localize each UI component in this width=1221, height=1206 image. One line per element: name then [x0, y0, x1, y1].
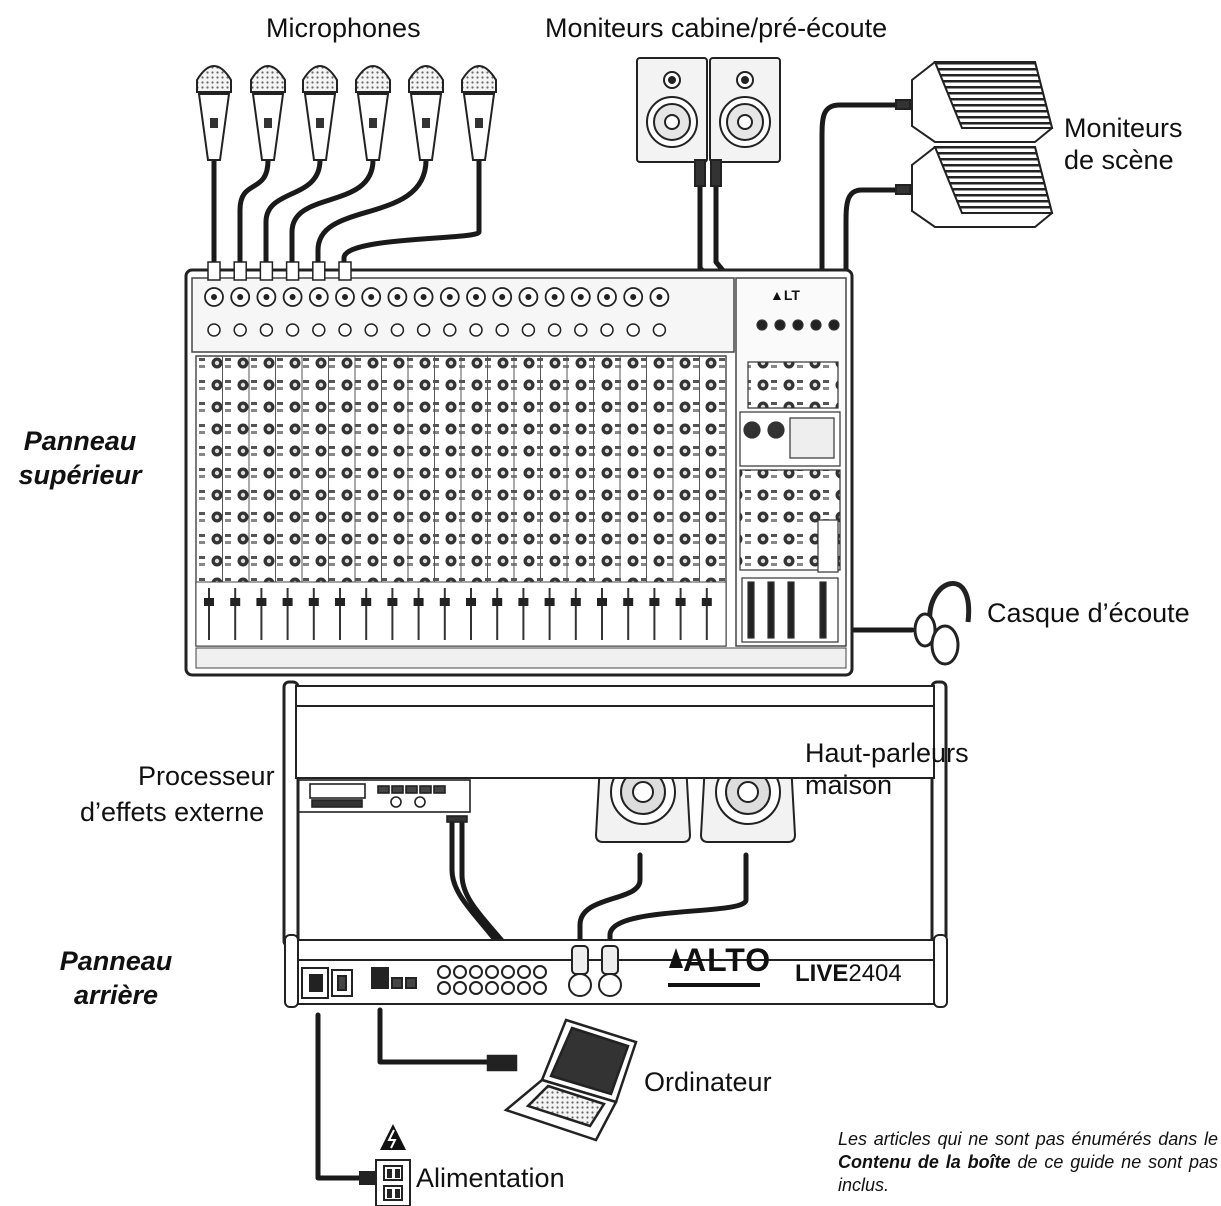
rear-jack — [469, 981, 483, 995]
rear-jack — [485, 965, 499, 979]
rear-jack — [501, 965, 515, 979]
rear-jacks — [437, 965, 547, 995]
mixer-rear-panel — [282, 680, 948, 948]
fx-processor-device — [294, 779, 471, 823]
label-power: Alimentation — [416, 1163, 565, 1193]
rear-brand: ALTO — [683, 942, 772, 978]
rear-alto-logo — [668, 948, 760, 987]
footnote: Les articles qui ne sont pas énumérés da… — [838, 1128, 1218, 1197]
mic-cable-2 — [237, 157, 271, 271]
footnote-part1: Les articles qui ne sont pas énumérés da… — [838, 1129, 1218, 1149]
label-stage-monitors-2: de scène — [1064, 145, 1174, 175]
input-jacks — [204, 261, 670, 337]
model-prefix: LIVE — [795, 960, 849, 987]
booth-monitor-right — [709, 57, 781, 163]
booth-monitor-left — [636, 57, 708, 163]
mic-cable-6 — [341, 157, 482, 271]
panel-title-rear-line2: arrière — [73, 980, 159, 1010]
stage-monitor-bottom — [911, 146, 1054, 228]
microphone-2 — [250, 65, 286, 161]
mic-cable-5 — [315, 157, 429, 271]
label-stage-monitors-1: Moniteurs — [1064, 113, 1183, 143]
rear-jack — [469, 965, 483, 979]
svg-text:▲LT: ▲LT — [770, 287, 800, 303]
mic-cable-4 — [289, 157, 376, 271]
label-fx-processor-2: d’effets externe — [80, 797, 265, 827]
rear-jack — [485, 981, 499, 995]
label-house-speakers-2: maison — [805, 770, 893, 800]
panel-title-top-line1: Panneau — [23, 426, 137, 456]
mic-cable-3 — [263, 157, 323, 271]
headphones — [913, 580, 972, 666]
rear-model: LIVE2404 — [795, 960, 902, 988]
label-fx-processor-1: Processeur — [138, 761, 275, 791]
master-section: ▲LT — [739, 287, 841, 643]
rear-jack — [437, 965, 451, 979]
rear-jack — [453, 965, 467, 979]
label-computer: Ordinateur — [644, 1067, 772, 1097]
microphone-4 — [355, 65, 391, 161]
footnote-bold: Contenu de la boîte — [838, 1152, 1011, 1172]
laptop-computer — [486, 1018, 638, 1142]
channel-faders — [204, 588, 712, 640]
stage-cable-bottom — [805, 187, 908, 323]
microphone-3 — [302, 65, 338, 161]
booth-monitors — [636, 57, 781, 187]
label-booth-monitors: Moniteurs cabine/pré-écoute — [545, 13, 888, 43]
house-cable-left — [577, 852, 643, 978]
model-number: 2404 — [848, 960, 902, 987]
stage-monitor-top — [911, 61, 1054, 143]
rear-jack — [437, 981, 451, 995]
house-cable-right — [607, 852, 749, 978]
microphone-6 — [461, 65, 497, 161]
stage-monitors — [895, 61, 1054, 228]
label-microphones: Microphones — [266, 13, 421, 43]
mixer-top-panel: ▲LT — [184, 261, 854, 677]
microphones — [196, 65, 497, 161]
usb-cable — [377, 1007, 491, 1065]
label-headphones: Casque d’écoute — [987, 598, 1190, 628]
panel-title-rear: Panneau arrière — [46, 944, 186, 1012]
footnote-part2: de ce guide ne sont pas inclus. — [838, 1152, 1218, 1195]
power-cable — [315, 1012, 375, 1181]
microphone-5 — [408, 65, 444, 161]
rear-jack — [517, 965, 531, 979]
rear-jack — [517, 981, 531, 995]
rear-jack — [501, 981, 515, 995]
panel-title-top: Panneau supérieur — [10, 424, 150, 492]
stage-cable-top — [787, 102, 908, 321]
microphone-1 — [196, 65, 232, 161]
warning-triangle-icon — [380, 1124, 406, 1150]
panel-title-rear-line1: Panneau — [59, 946, 173, 976]
rear-jack — [453, 981, 467, 995]
label-house-speakers-1: Haut-parleurs — [805, 738, 969, 768]
panel-title-top-line2: supérieur — [18, 460, 142, 490]
power-outlet — [359, 1159, 411, 1206]
